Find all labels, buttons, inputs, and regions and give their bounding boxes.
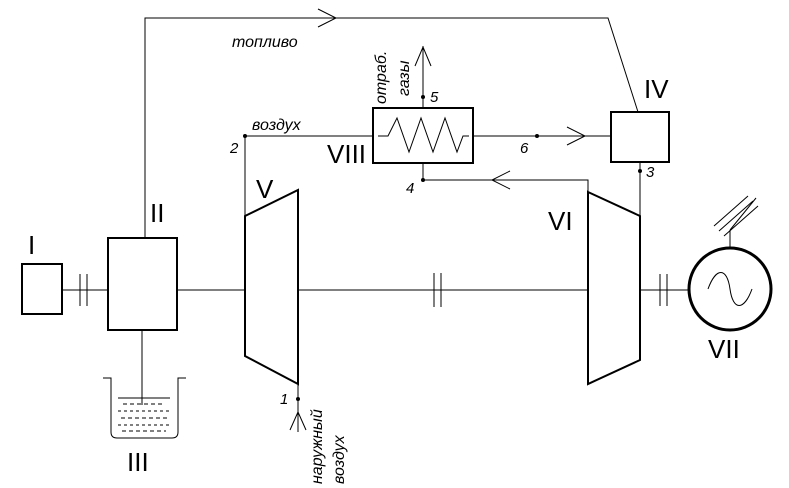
outside-air-label-1: наружный — [309, 409, 326, 484]
point-5-label: 5 — [430, 89, 439, 106]
starter-block — [21, 263, 63, 315]
point-3-dot — [638, 169, 642, 173]
coupling-starter-pump — [62, 274, 108, 306]
point-2-label: 2 — [229, 140, 239, 157]
point-1-label: 1 — [280, 391, 288, 408]
fuel-label: топливо — [232, 34, 298, 51]
point-6-dot — [535, 134, 539, 138]
exhaust-arrow — [414, 45, 432, 67]
starter-label: I — [28, 230, 35, 260]
regenerator-label: VIII — [327, 139, 366, 169]
point-5-dot — [421, 95, 425, 99]
turbine — [587, 190, 641, 386]
air-label: воздух — [252, 117, 302, 134]
generator-label: VII — [708, 334, 740, 364]
fuel-pump-label: II — [150, 198, 164, 228]
combustion-chamber — [610, 111, 670, 163]
fuel-tank-label: III — [127, 447, 149, 477]
fuel-tank — [103, 377, 186, 439]
exhaust-label-2: газы — [396, 60, 413, 96]
compressor — [244, 188, 299, 386]
point-3-label: 3 — [646, 164, 655, 181]
turbine-exhaust-arrow — [490, 170, 511, 190]
ground-icon — [713, 195, 759, 248]
combustion-chamber-label: IV — [644, 74, 669, 104]
point-2-dot — [243, 134, 247, 138]
point-4-label: 4 — [406, 180, 414, 197]
fuel-line — [144, 17, 639, 238]
point-4-dot — [421, 178, 425, 182]
fuel-arrow — [317, 8, 338, 28]
turbine-label: VI — [548, 206, 573, 236]
outside-air-label-2: воздух — [331, 434, 348, 484]
fuel-pump-block — [107, 237, 178, 331]
generator-sine-symbol — [707, 272, 753, 306]
point-1-dot — [296, 397, 300, 401]
point-6-label: 6 — [520, 140, 529, 157]
exhaust-label-1: отраб. — [373, 51, 390, 104]
air-inlet-arrow — [289, 410, 307, 431]
compressor-label: V — [256, 174, 274, 204]
regenerator-coil — [378, 116, 469, 154]
heated-air-arrow — [566, 126, 587, 146]
turbine-exhaust-line — [422, 163, 589, 192]
